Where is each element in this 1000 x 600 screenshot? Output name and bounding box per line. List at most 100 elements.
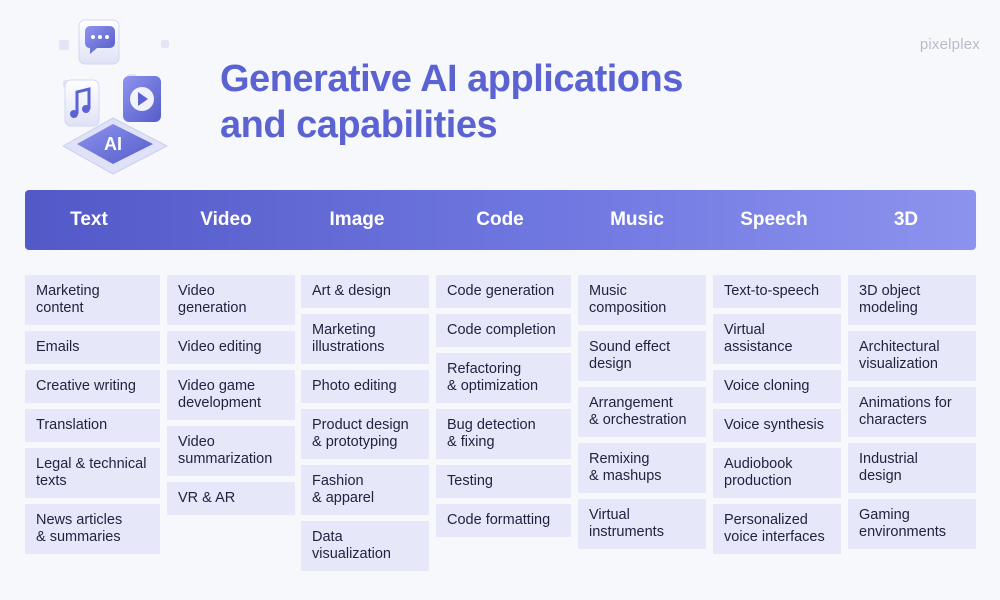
page-title: Generative AI applications and capabilit… [220,56,683,148]
capability-item-label: content [36,300,84,316]
capability-item-label: characters [859,412,927,428]
capability-item: Art & design [301,275,429,308]
capability-item-label: voice interfaces [724,529,825,545]
capability-item: Refactoring& optimization [436,353,571,403]
capability-item-label: visualization [859,356,938,372]
capability-item-label: production [724,473,792,489]
capability-item-label: Photo editing [312,378,397,394]
capability-item: Arrangement& orchestration [578,387,706,437]
capability-item-label: & mashups [589,468,662,484]
column-header-video: Video [200,209,252,230]
capability-item-label: Personalized [724,512,808,528]
capability-item-label: modeling [859,300,918,316]
capability-item: Voice synthesis [713,409,841,442]
column-header-code: Code [476,209,524,230]
capability-item: Emails [25,331,160,364]
capability-item-label: & apparel [312,490,375,506]
capability-item: Video editing [167,331,295,364]
capability-item-label: Video editing [178,339,262,355]
capability-item-label: composition [589,300,667,316]
capability-item-label: design [859,468,902,484]
column-header-speech: Speech [740,209,808,230]
column-header-music: Music [610,209,664,230]
capability-item: News articles& summaries [25,504,160,554]
capability-item-label: Code generation [447,283,555,299]
capability-item-label: Architectural [859,339,940,355]
capability-item-label: Audiobook [724,456,793,472]
capability-item-label: instruments [589,524,664,540]
capability-item-label: Fashion [312,473,364,489]
capability-item-label: Music [589,283,627,299]
ai-illustration-icon: AI [59,19,169,175]
capability-item-label: development [178,395,262,411]
capability-item: Creative writing [25,370,160,403]
capability-item-label: design [589,356,632,372]
capability-item-label: 3D object [859,283,921,299]
capability-item: Code generation [436,275,571,308]
capability-item: Fashion& apparel [301,465,429,515]
capability-item-label: Gaming [859,507,910,523]
capability-item-label: Voice cloning [724,378,810,394]
capability-item-label: Virtual [589,507,630,523]
capability-item: Translation [25,409,160,442]
capability-item: Code completion [436,314,571,347]
capability-item-label: Text-to-speech [724,283,820,299]
capability-item-label: illustrations [312,339,385,355]
capability-item-label: Animations for [859,395,952,411]
capability-item-label: Marketing [312,322,376,338]
capability-item-label: Video [178,434,215,450]
capability-item-label: & fixing [447,434,495,450]
capability-item: VR & AR [167,482,295,515]
capability-item-label: Remixing [589,451,650,467]
column-header-3d: 3D [893,209,919,230]
capability-item-label: Emails [36,339,80,355]
capability-item-label: Creative writing [36,378,136,394]
capability-item-label: visualization [312,546,391,562]
capability-item-label: Product design [312,417,409,433]
brand-logo: pixelplex [919,36,980,53]
capability-item-label: summarization [178,451,273,467]
capability-item-label: assistance [724,339,793,355]
capability-item-label: & optimization [447,378,539,394]
capability-item-label: Refactoring [447,361,522,377]
capability-item-label: Video [178,283,215,299]
capability-item-label: & prototyping [312,434,398,450]
capability-item-label: Translation [36,417,108,433]
capability-item-label: Virtual [724,322,765,338]
capability-item: Product design& prototyping [301,409,429,459]
capability-item-label: generation [178,300,247,316]
capability-item-label: environments [859,524,947,540]
capability-item: Code formatting [436,504,571,537]
capability-item-label: Industrial [859,451,918,467]
capability-item-label: Sound effect [589,339,671,355]
capability-item-label: Data [312,529,343,545]
capability-item-label: & summaries [36,529,121,545]
capability-item-label: VR & AR [178,490,236,506]
capability-item-label: Voice synthesis [724,417,824,433]
title-line-1: Generative AI applications [220,58,683,100]
capability-item: Remixing& mashups [578,443,706,493]
capability-item-label: Testing [447,473,493,489]
